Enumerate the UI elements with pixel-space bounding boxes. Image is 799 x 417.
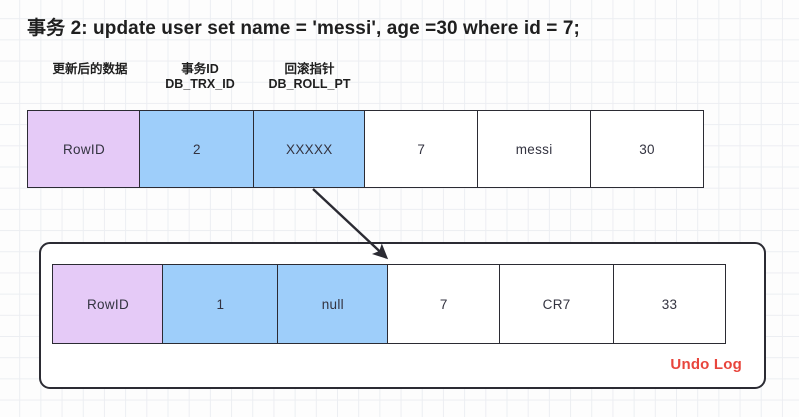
column-caption-updated-data: 更新后的数据 <box>38 62 142 77</box>
caption-line-1: 更新后的数据 <box>52 62 128 76</box>
cell-name: messi <box>476 110 592 188</box>
undo-cell-rowid: RowID <box>52 264 164 344</box>
undo-record-row: RowID 1 null 7 CR7 33 <box>52 264 727 344</box>
caption-line-1: 回滚指针 <box>284 62 335 76</box>
page-title: 事务 2: update user set name = 'messi', ag… <box>27 18 580 39</box>
cell-age: 30 <box>590 110 705 188</box>
cell-id: 7 <box>364 110 479 188</box>
current-record-row: RowID 2 XXXXX 7 messi 30 <box>27 110 705 188</box>
caption-line-2: DB_TRX_ID <box>165 77 235 91</box>
caption-line-2: DB_ROLL_PT <box>268 77 351 91</box>
undo-cell-id: 7 <box>387 264 501 344</box>
column-caption-trx-id: 事务ID DB_TRX_ID <box>146 62 254 92</box>
cell-rowid: RowID <box>27 110 141 188</box>
undo-cell-name: CR7 <box>498 264 615 344</box>
column-caption-roll-pt: 回滚指针 DB_ROLL_PT <box>252 62 367 92</box>
undo-log-label: Undo Log <box>670 356 742 373</box>
caption-line-1: 事务ID <box>181 62 219 76</box>
undo-cell-age: 33 <box>613 264 727 344</box>
cell-db-roll-pt: XXXXX <box>252 110 366 188</box>
undo-cell-db-roll-pt: null <box>276 264 389 344</box>
cell-db-trx-id: 2 <box>139 110 255 188</box>
undo-cell-db-trx-id: 1 <box>162 264 279 344</box>
